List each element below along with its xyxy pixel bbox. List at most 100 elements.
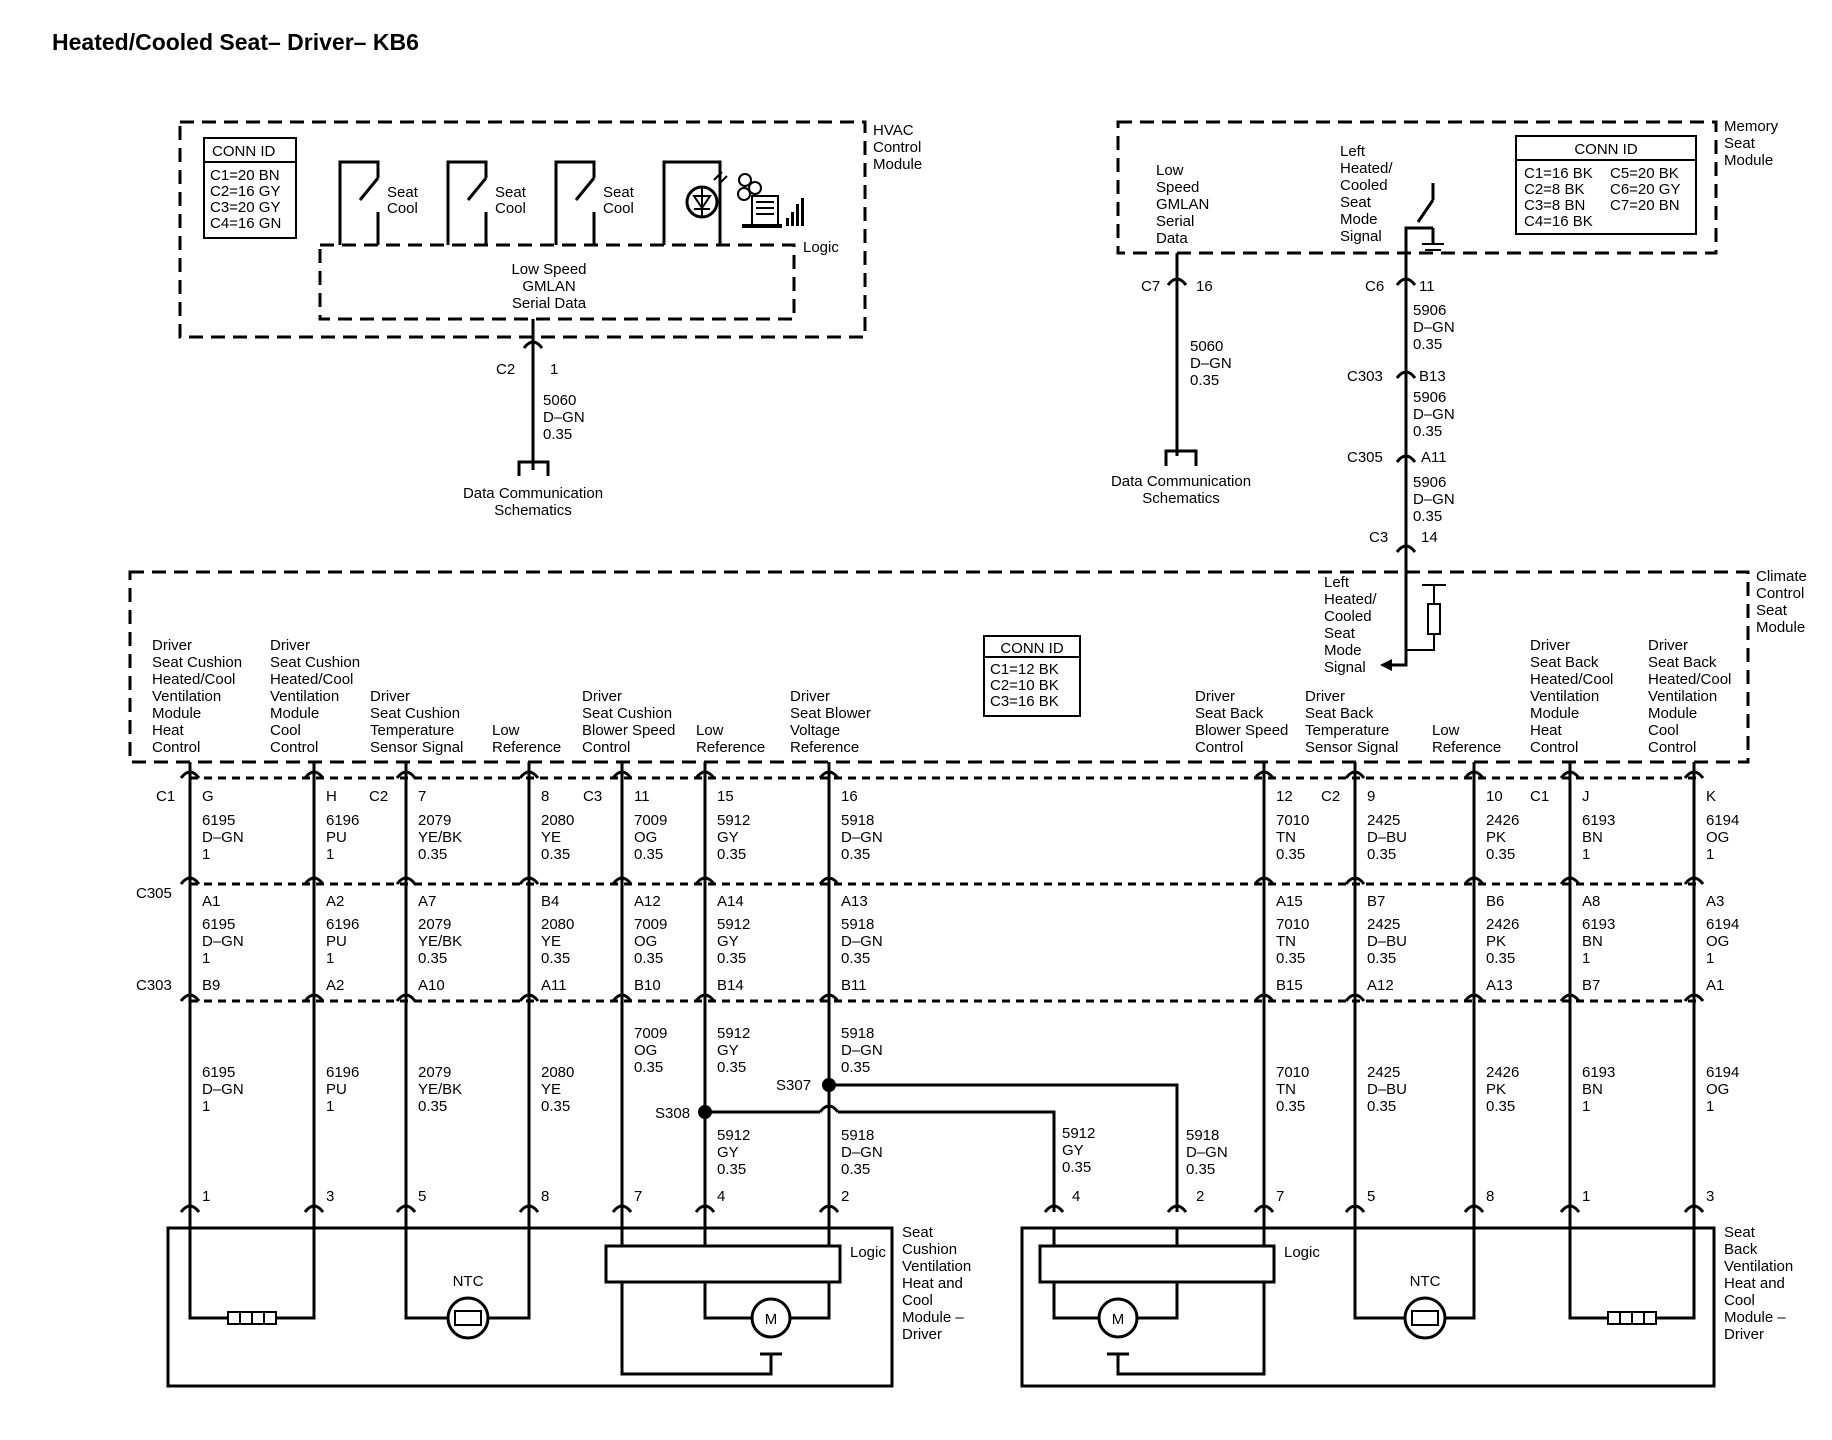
connector-arc-8 xyxy=(1344,993,1366,1002)
column-c305-pin-3: B4 xyxy=(541,893,559,910)
column-desc-4: Driver xyxy=(582,688,622,705)
svg-text:Cool: Cool xyxy=(495,200,526,217)
connector-arc-10 xyxy=(1559,770,1581,779)
column-c303-pin-8: A12 xyxy=(1367,977,1394,994)
seat-cool-switch-1: Seat Cool xyxy=(338,160,419,245)
column-desc-11: Seat Back xyxy=(1648,654,1717,671)
column-module-pin-0: 1 xyxy=(202,1188,210,1205)
connector-arc-6 xyxy=(818,770,840,779)
cushion-ntc-sensor-icon: NTC xyxy=(404,1228,531,1340)
svg-text:C2=8 BK: C2=8 BK xyxy=(1524,181,1584,198)
column-wire2-4: OG xyxy=(634,933,657,950)
svg-text:C1=20 BN: C1=20 BN xyxy=(210,167,280,184)
connector-arc-11 xyxy=(1683,876,1705,885)
column-c305-pin-7: A15 xyxy=(1276,893,1303,910)
column-desc-7: Control xyxy=(1195,739,1243,756)
column-wire3-9: 0.35 xyxy=(1486,1098,1515,1115)
column-desc-10: Driver xyxy=(1530,637,1570,654)
column-wire3-1: 6196 xyxy=(326,1064,359,1081)
column-desc-8: Driver xyxy=(1305,688,1345,705)
back-heater-element-icon xyxy=(1568,1228,1696,1325)
column-desc-10: Heat xyxy=(1530,722,1563,739)
svg-text:Control: Control xyxy=(873,139,921,156)
svg-text:C3=20 GY: C3=20 GY xyxy=(210,199,280,216)
column-desc-4: Blower Speed xyxy=(582,722,675,739)
column-wire1-9: 0.35 xyxy=(1486,846,1515,863)
svg-text:Left: Left xyxy=(1324,574,1350,591)
svg-text:C6: C6 xyxy=(1365,278,1384,295)
svg-text:Heated/: Heated/ xyxy=(1340,160,1393,177)
svg-text:C1=12 BK: C1=12 BK xyxy=(990,661,1059,678)
column-wire1-3: YE xyxy=(541,829,561,846)
column-desc-1: Driver xyxy=(270,637,310,654)
column-wire3-4: OG xyxy=(634,1042,657,1059)
svg-text:C2=16 GY: C2=16 GY xyxy=(210,183,280,200)
svg-text:M: M xyxy=(1112,1311,1125,1328)
column-desc-0: Control xyxy=(152,739,200,756)
column-module-pin-11: 3 xyxy=(1706,1188,1714,1205)
cushion-heater-element-icon xyxy=(188,1228,316,1325)
memory-conn-id-table: CONN ID C1=16 BK C2=8 BK C3=8 BN C4=16 B… xyxy=(1515,135,1697,235)
column-wire1-2: 0.35 xyxy=(418,846,447,863)
svg-text:D–GN: D–GN xyxy=(1186,1144,1228,1161)
column-desc-10: Ventilation xyxy=(1530,688,1599,705)
column-desc-3: Reference xyxy=(492,739,561,756)
splice-wire-right: D–GN xyxy=(841,1144,883,1161)
svg-text:Logic: Logic xyxy=(850,1244,886,1261)
column-desc-2: Driver xyxy=(370,688,410,705)
svg-text:D–GN: D–GN xyxy=(1413,319,1455,336)
svg-text:C4=16 GN: C4=16 GN xyxy=(210,215,281,232)
column-c303-pin-1: A2 xyxy=(326,977,344,994)
column-wire2-1: PU xyxy=(326,933,347,950)
connector-arc-7 xyxy=(1253,1204,1275,1213)
column-wire2-0: 6195 xyxy=(202,916,235,933)
connector-arc-4 xyxy=(611,1204,633,1213)
svg-text:Cooled: Cooled xyxy=(1340,177,1388,194)
column-desc-0: Heat xyxy=(152,722,185,739)
svg-text:C5=20 BK: C5=20 BK xyxy=(1610,165,1679,182)
back-module-name: Seat xyxy=(1724,1224,1756,1241)
column-wire1-0: 1 xyxy=(202,846,210,863)
svg-text:Seat: Seat xyxy=(1724,135,1756,152)
column-desc-5: Low xyxy=(696,722,724,739)
splice-wire-left: GY xyxy=(717,1144,739,1161)
svg-text:Cool: Cool xyxy=(902,1292,933,1309)
column-wire3-11: 1 xyxy=(1706,1098,1714,1115)
column-wire1-6: D–GN xyxy=(841,829,883,846)
column-desc-11: Driver xyxy=(1648,637,1688,654)
column-wire2-0: D–GN xyxy=(202,933,244,950)
seat-cushion-module: Seat Cushion Ventilation Heat and Cool M… xyxy=(166,1224,971,1388)
memory-dest-link: Data Communication xyxy=(1111,473,1251,490)
column-wire2-8: 0.35 xyxy=(1367,950,1396,967)
column-c303-pin-11: A1 xyxy=(1706,977,1724,994)
column-wire1-11: 6194 xyxy=(1706,812,1739,829)
column-c305-pin-10: A8 xyxy=(1582,893,1600,910)
svg-text:Data: Data xyxy=(1156,230,1188,247)
svg-text:CONN ID: CONN ID xyxy=(1574,141,1638,158)
column-wire3-5: 0.35 xyxy=(717,1059,746,1076)
column-c305-pin-5: A14 xyxy=(717,893,744,910)
column-desc-0: Seat Cushion xyxy=(152,654,242,671)
column-wire1-6: 0.35 xyxy=(841,846,870,863)
column-wire3-7: 0.35 xyxy=(1276,1098,1305,1115)
column-c303-pin-6: B11 xyxy=(841,977,867,994)
svg-text:Seat: Seat xyxy=(495,184,527,201)
connector-arc-8 xyxy=(1344,770,1366,779)
svg-text:Low: Low xyxy=(1156,162,1184,179)
diagram-title: Heated/Cooled Seat– Driver– KB6 xyxy=(52,29,419,55)
connector-arc-9 xyxy=(1463,1204,1485,1213)
column-c305-pin-6: A13 xyxy=(841,893,868,910)
svg-text:0.35: 0.35 xyxy=(1190,372,1219,389)
hvac-conn-id-table: CONN ID C1=20 BN C2=16 GY C3=20 GY C4=16… xyxy=(203,137,297,239)
column-wire1-3: 0.35 xyxy=(541,846,570,863)
column-module-pin-4: 7 xyxy=(634,1188,642,1205)
column-desc-8: Sensor Signal xyxy=(1305,739,1398,756)
svg-text:5906: 5906 xyxy=(1413,389,1446,406)
column-wire3-1: 1 xyxy=(326,1098,334,1115)
column-wire3-4: 7009 xyxy=(634,1025,667,1042)
svg-text:0.35: 0.35 xyxy=(1413,423,1442,440)
svg-text:D–GN: D–GN xyxy=(543,409,585,426)
connector-arc-6 xyxy=(818,876,840,885)
svg-text:5918: 5918 xyxy=(1186,1127,1219,1144)
